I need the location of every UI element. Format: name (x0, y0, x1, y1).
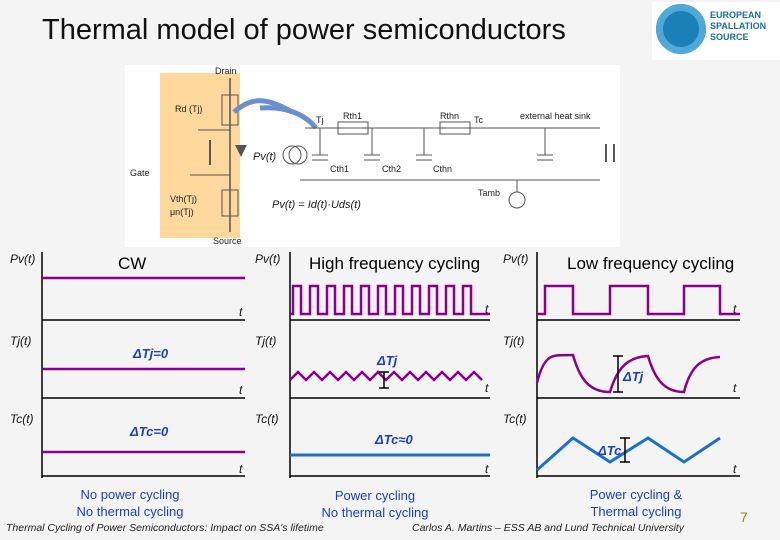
tc-label-hf: Tc(t) (255, 412, 279, 426)
svg-text:Rthn: Rthn (440, 111, 459, 121)
t-label: t (733, 302, 737, 316)
pv-label-lf: Pv(t) (503, 252, 529, 266)
pv-label-cw: Pv(t) (10, 252, 36, 266)
caption-lf: Power cycling &Thermal cycling (589, 487, 683, 519)
t-label: t (485, 302, 489, 316)
svg-text:Source: Source (213, 236, 242, 246)
t-label: t (485, 381, 489, 395)
t-label: t (733, 381, 737, 395)
svg-text:Drain: Drain (215, 66, 237, 76)
t-label: t (239, 462, 243, 476)
heading-hf: High frequency cycling (309, 254, 481, 273)
tj-label-cw: Tj(t) (10, 334, 32, 348)
ess-logo-mark (656, 4, 706, 54)
svg-text:μn(Tj): μn(Tj) (170, 207, 194, 217)
svg-text:Tamb: Tamb (478, 188, 500, 198)
delta-tc-cw: ΔTc=0 (130, 424, 169, 439)
tc-label-lf: Tc(t) (503, 412, 527, 426)
svg-text:Pv(t) = Id(t)·Uds(t): Pv(t) = Id(t)·Uds(t) (272, 199, 361, 211)
t-label: t (485, 462, 489, 476)
delta-tj-hf: ΔTj (377, 353, 398, 368)
delta-tc-hf: ΔTc≈0 (375, 432, 413, 447)
axes-group (41, 252, 740, 478)
circuit-text: Drain Gate Source Rd (Tj) Vth(Tj) μn(Tj)… (130, 66, 591, 246)
svg-text:Tj: Tj (316, 115, 324, 125)
tj-label-lf: Tj(t) (503, 334, 525, 348)
delta-tc-lf: ΔTc (598, 443, 622, 458)
heading-lf: Low frequency cycling (567, 254, 735, 273)
pv-label-hf: Pv(t) (255, 252, 281, 266)
tj-label-hf: Tj(t) (255, 334, 277, 348)
tc-label-cw: Tc(t) (10, 412, 34, 426)
footer-right: Carlos A. Martins – ESS AB and Lund Tech… (412, 522, 684, 534)
svg-text:Gate: Gate (130, 168, 150, 178)
pv-signal-hf (290, 284, 490, 316)
svg-text:Rd (Tj): Rd (Tj) (175, 104, 203, 114)
page-number: 7 (740, 509, 748, 525)
svg-text:Pv(t): Pv(t) (253, 151, 277, 163)
tc-signal-lf (536, 436, 721, 472)
svg-text:Vth(Tj): Vth(Tj) (170, 194, 197, 204)
svg-text:Cth2: Cth2 (382, 164, 401, 174)
svg-text:Tc: Tc (474, 115, 484, 125)
heading-cw: CW (118, 254, 147, 273)
pv-signal-lf (537, 284, 740, 316)
tj-signal-lf (535, 353, 721, 394)
signals-group (42, 276, 740, 472)
footer-left: Thermal Cycling of Power Semiconductors:… (6, 522, 324, 534)
svg-text:Rth1: Rth1 (343, 111, 362, 121)
circuit-schematic (125, 65, 620, 247)
t-label: t (239, 383, 243, 397)
delta-markers (379, 355, 630, 463)
t-label: t (733, 462, 737, 476)
delta-tj-lf: ΔTj (623, 369, 644, 384)
svg-text:Cthn: Cthn (433, 164, 452, 174)
svg-text:Cth1: Cth1 (330, 164, 349, 174)
t-label: t (239, 305, 243, 319)
delta-tj-cw: ΔTj=0 (133, 346, 169, 361)
tj-signal-hf (289, 370, 483, 382)
page-title: Thermal model of power semiconductors (42, 14, 566, 46)
svg-text:external heat sink: external heat sink (520, 111, 591, 121)
